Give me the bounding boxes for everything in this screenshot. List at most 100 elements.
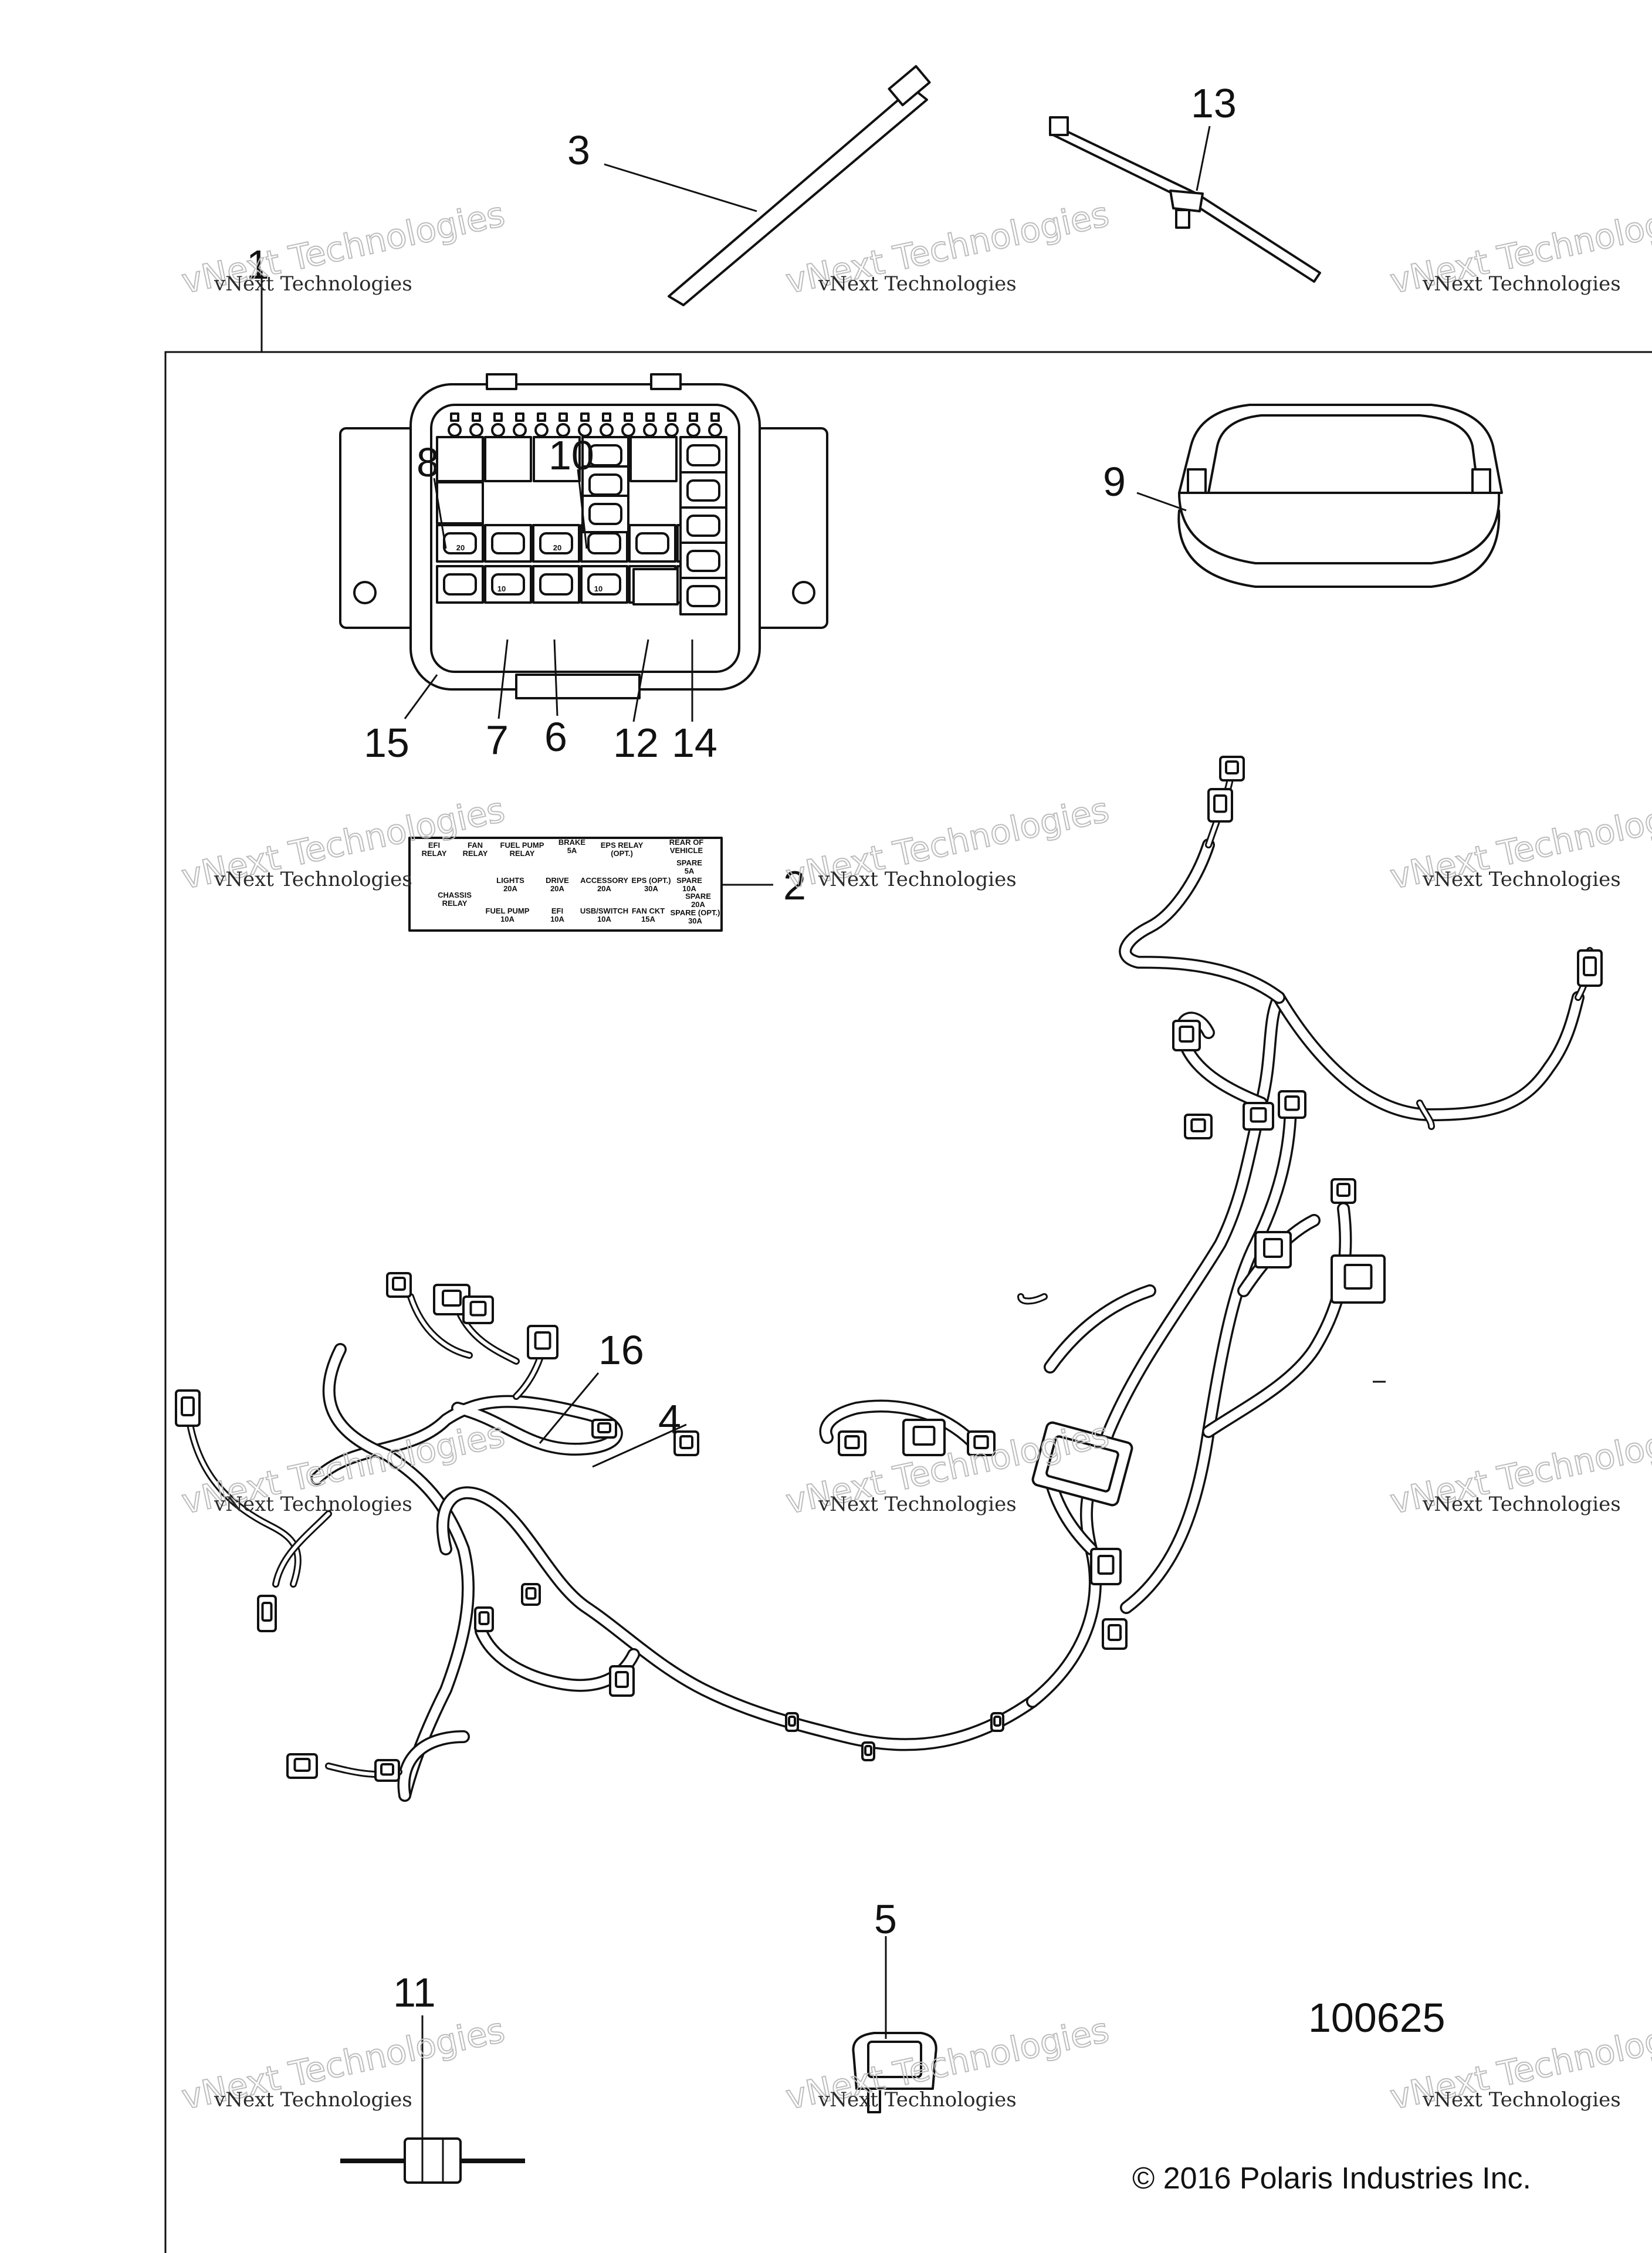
- relay-slot: [436, 481, 484, 525]
- connector-face: [844, 1435, 860, 1449]
- callout-6: 6: [544, 714, 567, 760]
- fuse-blade: [491, 573, 525, 596]
- watermark-text: vNext Technologies: [1422, 272, 1621, 296]
- watermark-text: vNext Technologies: [818, 2088, 1017, 2112]
- part-push-mount-tie: [1049, 116, 1321, 283]
- callout-13: 13: [1191, 80, 1237, 126]
- connector-face: [788, 1716, 796, 1727]
- fuse-blade: [686, 515, 720, 537]
- fuse-blade: [588, 473, 622, 496]
- harness-wire-inner: [312, 1397, 621, 1483]
- connector-face: [380, 1763, 394, 1776]
- part-fuse-box-cover: [1136, 404, 1503, 588]
- terminal-pin: [600, 423, 614, 437]
- terminal-pin: [665, 423, 679, 437]
- harness-wire-inner: [1120, 840, 1284, 1002]
- callout-7: 7: [486, 717, 509, 763]
- fuse-blade: [491, 532, 525, 554]
- connector-face: [864, 1745, 872, 1756]
- terminal-dot: [710, 412, 720, 422]
- part-cable-tie: [604, 65, 931, 306]
- fuse-blade: [635, 532, 669, 554]
- branch-wire-inner: [186, 1406, 300, 1586]
- relay-slot: [533, 436, 581, 482]
- connector-face: [993, 1716, 1001, 1727]
- fuse-15-slot: [632, 568, 679, 605]
- harness-wire-inner: [400, 1732, 468, 1800]
- watermark-text: vNext Technologies: [818, 1493, 1017, 1516]
- watermark-text: vNext Technologies: [1422, 868, 1621, 891]
- connector-face: [1263, 1238, 1283, 1258]
- connector-face: [1097, 1555, 1115, 1575]
- connector-face: [1108, 1624, 1122, 1641]
- terminal-dot: [472, 412, 481, 422]
- watermark-text: vNext Technologies: [214, 272, 412, 296]
- fuse-value-label: 20: [456, 543, 465, 552]
- watermark-text: vNext Technologies: [1422, 2088, 1621, 2112]
- connector-face: [1583, 956, 1597, 976]
- terminal-dot: [689, 412, 698, 422]
- connector-face: [181, 1396, 195, 1416]
- part-inline-diode: [340, 2015, 525, 2184]
- harness-wire: [1044, 1284, 1156, 1374]
- watermark-text: vNext Technologies: [214, 1493, 412, 1516]
- callout-9: 9: [1103, 459, 1126, 505]
- callout-14: 14: [672, 720, 717, 766]
- fuse-blade: [686, 550, 720, 572]
- callout-2: 2: [783, 862, 806, 908]
- callout-1: 1: [246, 242, 269, 287]
- part-main-harness: [175, 756, 1603, 1802]
- terminal-pin: [621, 423, 635, 437]
- decal-text: EPS RELAY(OPT.): [601, 841, 644, 858]
- branch-wire-inner: [1019, 1295, 1046, 1303]
- callout-12: 12: [613, 720, 659, 766]
- assembly-border: [164, 270, 1652, 2253]
- fuse-blade: [443, 573, 477, 596]
- callout-3: 3: [567, 127, 590, 173]
- terminal-pin: [708, 423, 722, 437]
- callout-16: 16: [598, 1327, 644, 1373]
- fuse-blade: [587, 532, 621, 554]
- watermark-text: vNext Technologies: [818, 868, 1017, 891]
- harness-wire-inner: [1204, 1204, 1350, 1436]
- connector-face: [973, 1435, 989, 1449]
- connector-face: [469, 1301, 487, 1317]
- terminal-pin: [513, 423, 527, 437]
- terminal-pin: [491, 423, 505, 437]
- branch-wire-inner: [1418, 1101, 1433, 1128]
- relay-slot: [484, 436, 532, 482]
- branch-wire-inner: [409, 1295, 471, 1357]
- connector-face: [525, 1587, 537, 1600]
- connector-face: [293, 1758, 311, 1772]
- terminal-dot: [602, 412, 611, 422]
- fuse-blade: [686, 585, 720, 607]
- connector-face: [1343, 1264, 1373, 1290]
- terminal-pin: [643, 423, 657, 437]
- connector-face: [392, 1277, 406, 1291]
- terminal-pin: [686, 423, 700, 437]
- harness-wire-inner: [438, 1488, 1037, 1749]
- callout-8: 8: [417, 439, 439, 485]
- fuse-blade: [686, 444, 720, 466]
- relay-slot: [436, 436, 484, 482]
- connector-face: [597, 1422, 611, 1433]
- terminal-pin: [448, 423, 462, 437]
- fuse-blade: [587, 573, 621, 596]
